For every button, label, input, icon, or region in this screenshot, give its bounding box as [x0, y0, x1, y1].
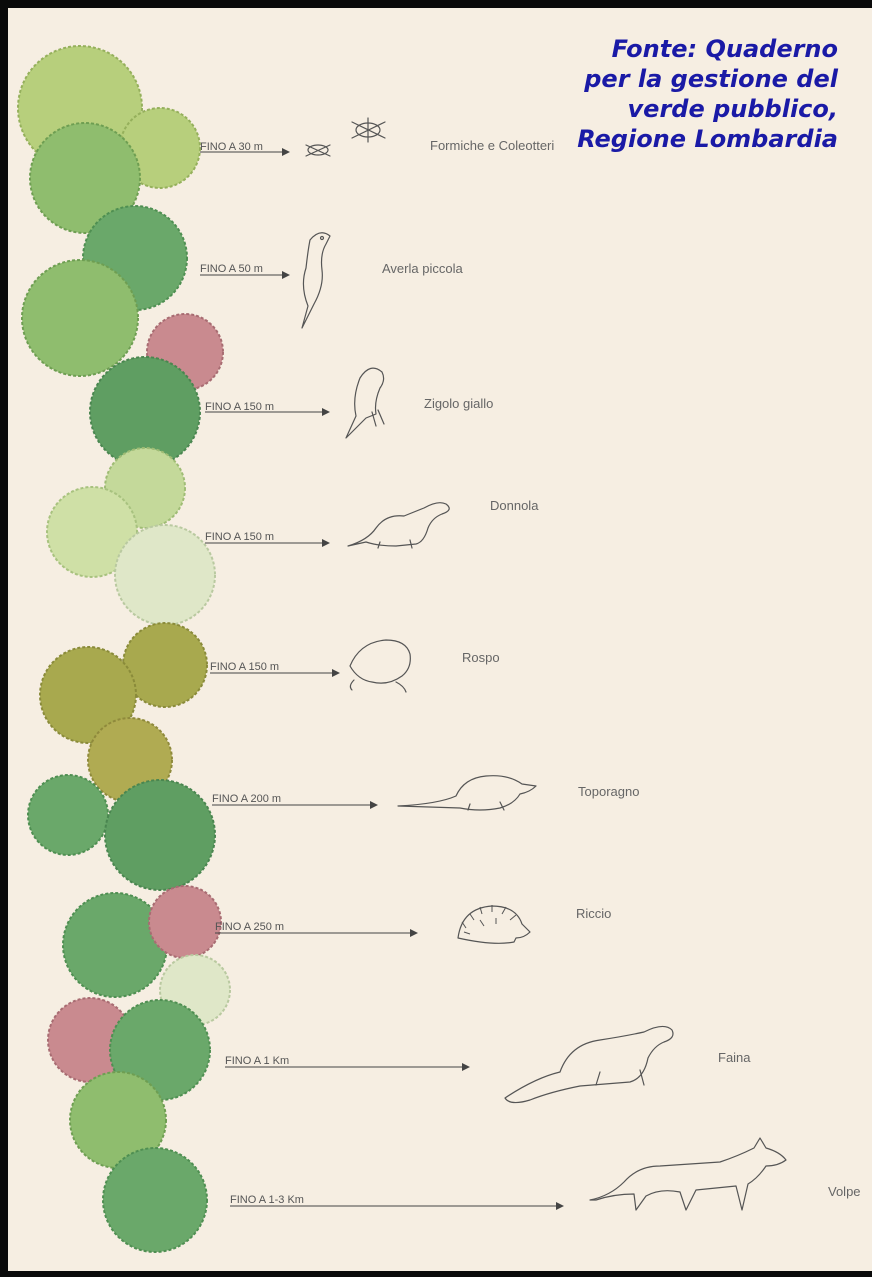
insects-icon [306, 118, 385, 156]
arrowhead [410, 929, 418, 937]
arrowhead [556, 1202, 564, 1210]
shrub [28, 775, 108, 855]
animal-label: Averla piccola [382, 261, 463, 276]
yellowhammer-icon [346, 368, 384, 438]
shrub [22, 260, 138, 376]
shrub [149, 886, 221, 958]
row-toad: FINO A 150 m Rospo [210, 640, 500, 692]
shrike-icon [302, 233, 330, 328]
arrowhead [282, 148, 290, 156]
shrub [115, 525, 215, 625]
distance-label: FINO A 50 m [200, 263, 263, 275]
source-caption: Fonte: Quaderno per la gestione del verd… [560, 34, 838, 154]
distance-label: FINO A 150 m [210, 661, 279, 673]
hedgerow [18, 46, 230, 1252]
animal-label: Zigolo giallo [424, 396, 493, 411]
arrowhead [370, 801, 378, 809]
fox-icon [590, 1138, 786, 1210]
arrowhead [462, 1063, 470, 1071]
row-yellowhammer: FINO A 150 m Zigolo giallo [205, 368, 493, 438]
distance-label: FINO A 150 m [205, 531, 274, 543]
row-shrew: FINO A 200 m Toporagno [212, 776, 639, 810]
distance-label: FINO A 30 m [200, 141, 263, 153]
arrowhead [322, 539, 330, 547]
weasel-icon [348, 503, 449, 548]
hedgehog-icon [458, 905, 530, 943]
animal-label: Donnola [490, 498, 539, 513]
shrub [103, 1148, 207, 1252]
row-weasel: FINO A 150 m Donnola [205, 498, 539, 548]
distance-label: FINO A 200 m [212, 793, 281, 805]
row-insects: FINO A 30 m Formiche e Coleotteri [200, 118, 554, 156]
arrowhead [282, 271, 290, 279]
arrowhead [332, 669, 340, 677]
row-marten: FINO A 1 Km Faina [225, 1026, 751, 1102]
distance-label: FINO A 1-3 Km [230, 1194, 304, 1206]
toad-icon [350, 640, 410, 692]
animal-label: Riccio [576, 906, 611, 921]
animal-label: Formiche e Coleotteri [430, 138, 554, 153]
animal-label: Rospo [462, 650, 500, 665]
distance-label: FINO A 250 m [215, 921, 284, 933]
animal-label: Volpe [828, 1184, 861, 1199]
shrew-icon [398, 776, 536, 810]
marten-icon [505, 1026, 673, 1102]
shrub [105, 780, 215, 890]
distance-label: FINO A 1 Km [225, 1055, 289, 1067]
arrowhead [322, 408, 330, 416]
row-fox: FINO A 1-3 Km Volpe [230, 1138, 861, 1210]
animal-label: Faina [718, 1050, 751, 1065]
row-shrike: FINO A 50 m Averla piccola [200, 233, 463, 328]
distance-label: FINO A 150 m [205, 401, 274, 413]
animal-label: Toporagno [578, 784, 639, 799]
row-hedgehog: FINO A 250 m Riccio [215, 905, 611, 943]
